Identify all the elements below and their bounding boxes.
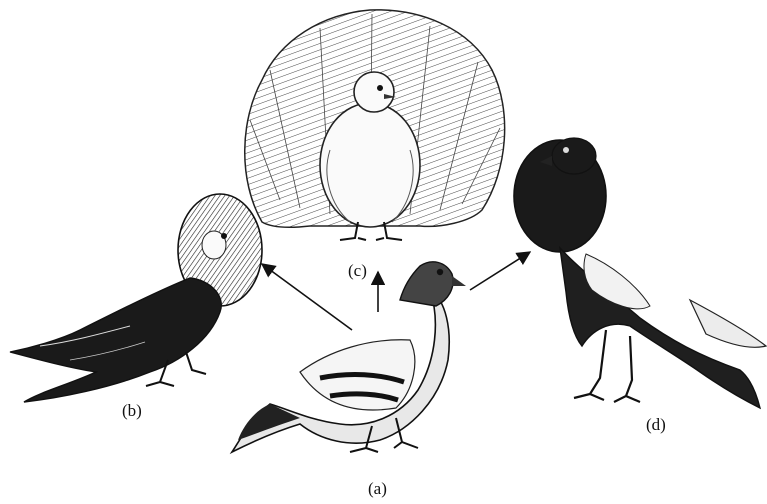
label-d: (d) [646,416,666,433]
pouter-pigeon-drawing [514,138,766,408]
arrow-to-b [262,264,352,330]
jacobin-pigeon-drawing [10,194,262,402]
arrow-to-d [470,252,530,290]
fantail-pigeon-drawing [245,10,505,240]
jacobin-body [10,278,221,402]
rock-pigeon-drawing [232,262,466,452]
label-b: (b) [122,402,142,419]
label-c: (c) [348,262,367,279]
label-a: (a) [368,480,387,497]
